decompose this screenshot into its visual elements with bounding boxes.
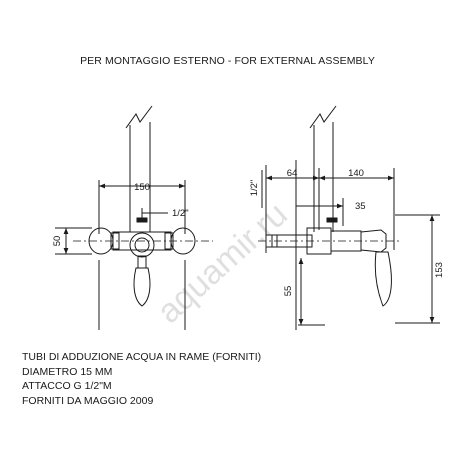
note-line: ATTACCO G 1/2"M [22, 380, 112, 392]
note-line: FORNITI DA MAGGIO 2009 [22, 394, 154, 407]
note-line: DIAMETRO 15 MM [22, 365, 113, 378]
central-knob [129, 232, 155, 258]
dim-thread-label: 1/2" [172, 208, 189, 219]
dim-depth-label: 140 [348, 168, 364, 179]
dim-total-label: 153 [434, 262, 445, 278]
dim-spout-label: 35 [355, 201, 366, 212]
front-pipe [125, 105, 153, 232]
notes: TUBI DI ADDUZIONE ACQUA IN RAME (FORNITI… [22, 350, 261, 408]
side-knob [360, 229, 387, 253]
dim-wall-label: 64 [287, 168, 298, 179]
note-line: TUBI DI ADDUZIONE ACQUA IN RAME (FORNITI… [22, 351, 262, 363]
dim-width-label: 150 [134, 182, 150, 193]
side-view [258, 105, 440, 330]
connector-nut [136, 217, 148, 223]
side-lever [374, 251, 392, 307]
lever-handle [133, 267, 151, 307]
side-pipe [309, 105, 337, 232]
dim-offset-label: 55 [283, 286, 294, 297]
dim-height-label: 50 [52, 236, 63, 247]
mixer-body [112, 231, 172, 251]
dim-side-thread-label: 1/2" [249, 180, 260, 197]
page-title: PER MONTAGGIO ESTERNO - FOR EXTERNAL ASS… [80, 55, 375, 67]
front-view [55, 105, 213, 330]
